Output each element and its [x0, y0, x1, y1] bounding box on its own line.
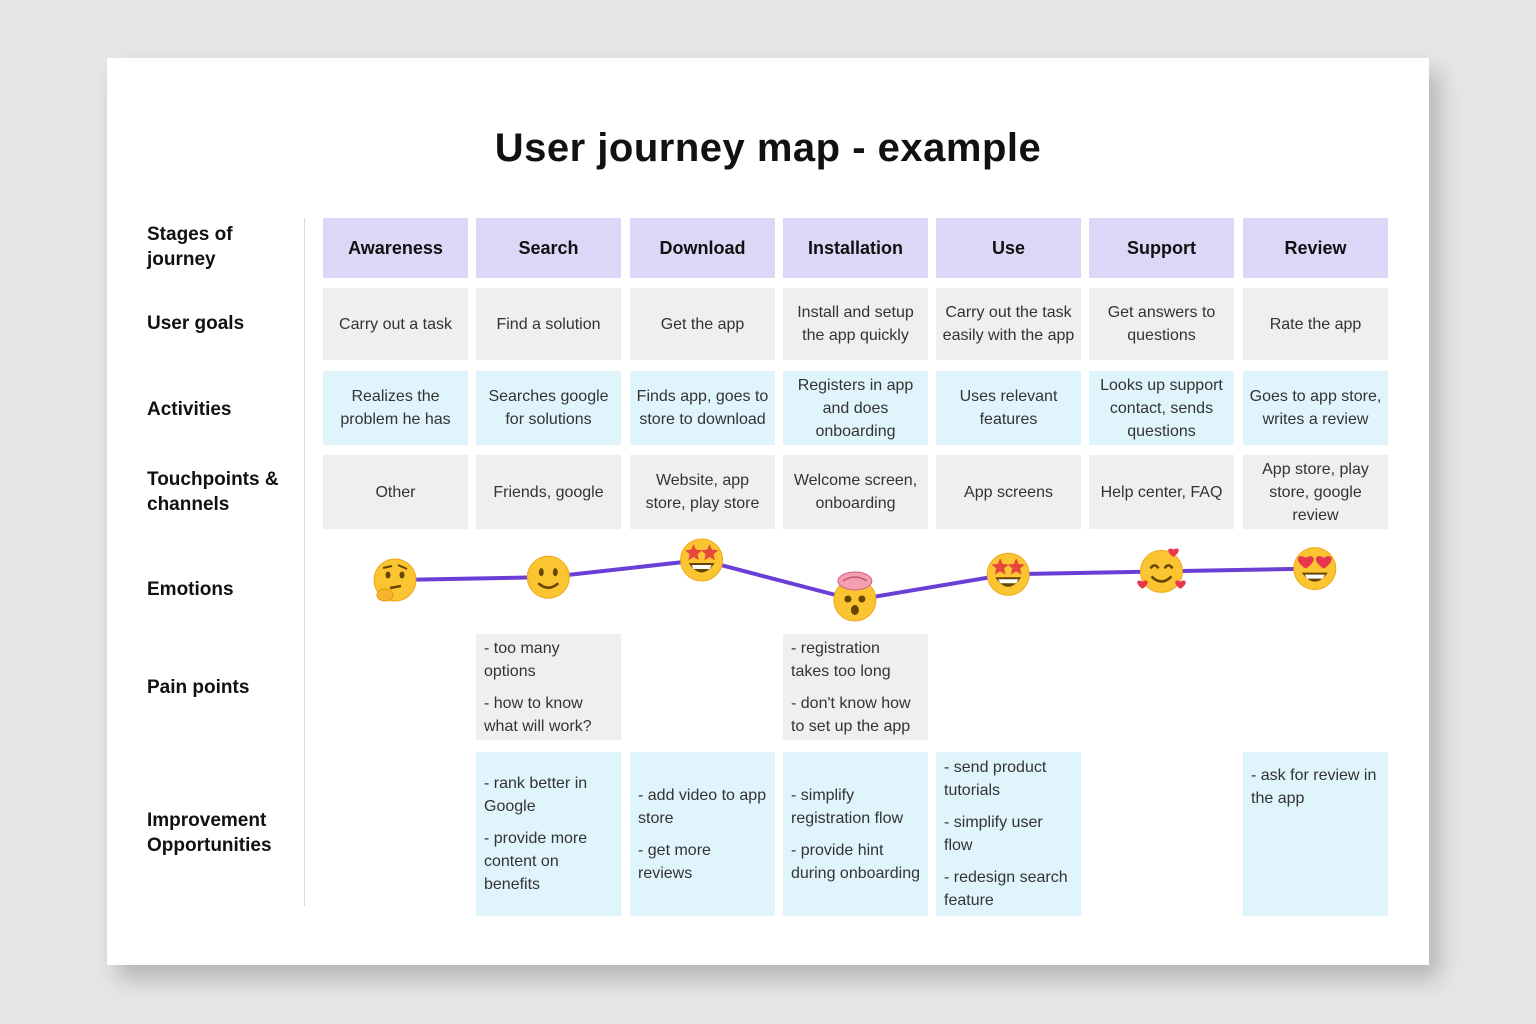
- activity-cell: Searches google for solutions: [476, 371, 621, 445]
- row-label-emotions: Emotions: [147, 579, 234, 600]
- improvement-item: - send product tutorials: [944, 759, 1047, 799]
- activity-cell: Looks up support contact, sends question…: [1089, 371, 1234, 445]
- pain-point-item: - don't know how to set up the app: [791, 694, 911, 735]
- activity-cell: Realizes the problem he has: [323, 371, 468, 445]
- goal-cell: Carry out the task easily with the app: [936, 288, 1081, 360]
- goal-cell: Get answers to questions: [1089, 288, 1234, 360]
- touchpoint-cell: Other: [323, 455, 468, 529]
- star-struck-face-icon: [680, 538, 724, 582]
- improvement-item: - ask for review in the app: [1251, 767, 1377, 807]
- improvement-item: - provide more content on benefits: [484, 830, 588, 893]
- touchpoint-cell: Help center, FAQ: [1089, 455, 1234, 529]
- thinking-face-icon: [373, 558, 417, 602]
- stage-header: Support: [1089, 218, 1234, 278]
- touchpoint-cell: Welcome screen, onboarding: [783, 455, 928, 529]
- pain-point-item: - how to know what will work?: [484, 694, 592, 735]
- improvement-cell-review: - ask for review in the app: [1243, 752, 1388, 916]
- pain-point-item: - too many options: [484, 639, 560, 680]
- stage-header: Search: [476, 218, 621, 278]
- activity-cell: Registers in app and does onboarding: [783, 371, 928, 445]
- improvement-item: - add video to app store: [638, 786, 767, 827]
- stage-header: Awareness: [323, 218, 468, 278]
- goal-cell: Install and setup the app quickly: [783, 288, 928, 360]
- activity-cell: Uses relevant features: [936, 371, 1081, 445]
- pain-point-cell-installation: - registration takes too long - don't kn…: [783, 634, 928, 740]
- row-label-goals: User goals: [147, 313, 245, 334]
- stage-header: Download: [630, 218, 775, 278]
- row-label-touchpoints: Touchpoints & channels: [147, 469, 279, 515]
- activity-cell: Finds app, goes to store to download: [630, 371, 775, 445]
- stage-header: Review: [1243, 218, 1388, 278]
- row-label-stages: Stages of journey: [147, 224, 233, 270]
- goal-cell: Find a solution: [476, 288, 621, 360]
- touchpoint-cell: App store, play store, google review: [1243, 455, 1388, 529]
- pain-point-cell-search: - too many options - how to know what wi…: [476, 634, 621, 740]
- goal-cell: Get the app: [630, 288, 775, 360]
- improvement-item: - rank better in Google: [484, 775, 588, 815]
- goal-cell: Rate the app: [1243, 288, 1388, 360]
- star-struck-face-icon: [986, 552, 1030, 596]
- label-divider: [304, 218, 305, 906]
- row-label-improvements: Improvement Opportunities: [147, 810, 272, 856]
- improvement-item: - simplify user flow: [944, 814, 1043, 854]
- improvement-item: - provide hint during onboarding: [791, 841, 920, 882]
- pain-point-item: - registration takes too long: [791, 639, 891, 680]
- row-label-activities: Activities: [147, 399, 232, 420]
- row-label-pain-points: Pain points: [147, 677, 250, 698]
- improvement-cell-search: - rank better in Google - provide more c…: [476, 752, 621, 916]
- touchpoint-cell: Friends, google: [476, 455, 621, 529]
- exploding-head-icon: [833, 571, 877, 622]
- improvement-cell-download: - add video to app store - get more revi…: [630, 752, 775, 916]
- goal-cell: Carry out a task: [323, 288, 468, 360]
- improvement-cell-use: - send product tutorials - simplify user…: [936, 752, 1081, 916]
- stage-header: Installation: [783, 218, 928, 278]
- page-title: User journey map - example: [494, 126, 1042, 170]
- heart-eyes-face-icon: [1293, 547, 1337, 591]
- improvement-cell-installation: - simplify registration flow - provide h…: [783, 752, 928, 916]
- activity-cell: Goes to app store, writes a review: [1243, 371, 1388, 445]
- smiling-face-with-hearts-icon: [1137, 548, 1186, 593]
- touchpoint-cell: Website, app store, play store: [630, 455, 775, 529]
- improvement-item: - get more reviews: [638, 841, 711, 882]
- slightly-smiling-face-icon: [526, 555, 570, 599]
- improvement-item: - redesign search feature: [944, 869, 1068, 909]
- touchpoint-cell: App screens: [936, 455, 1081, 529]
- improvement-item: - simplify registration flow: [791, 786, 904, 827]
- stage-header: Use: [936, 218, 1081, 278]
